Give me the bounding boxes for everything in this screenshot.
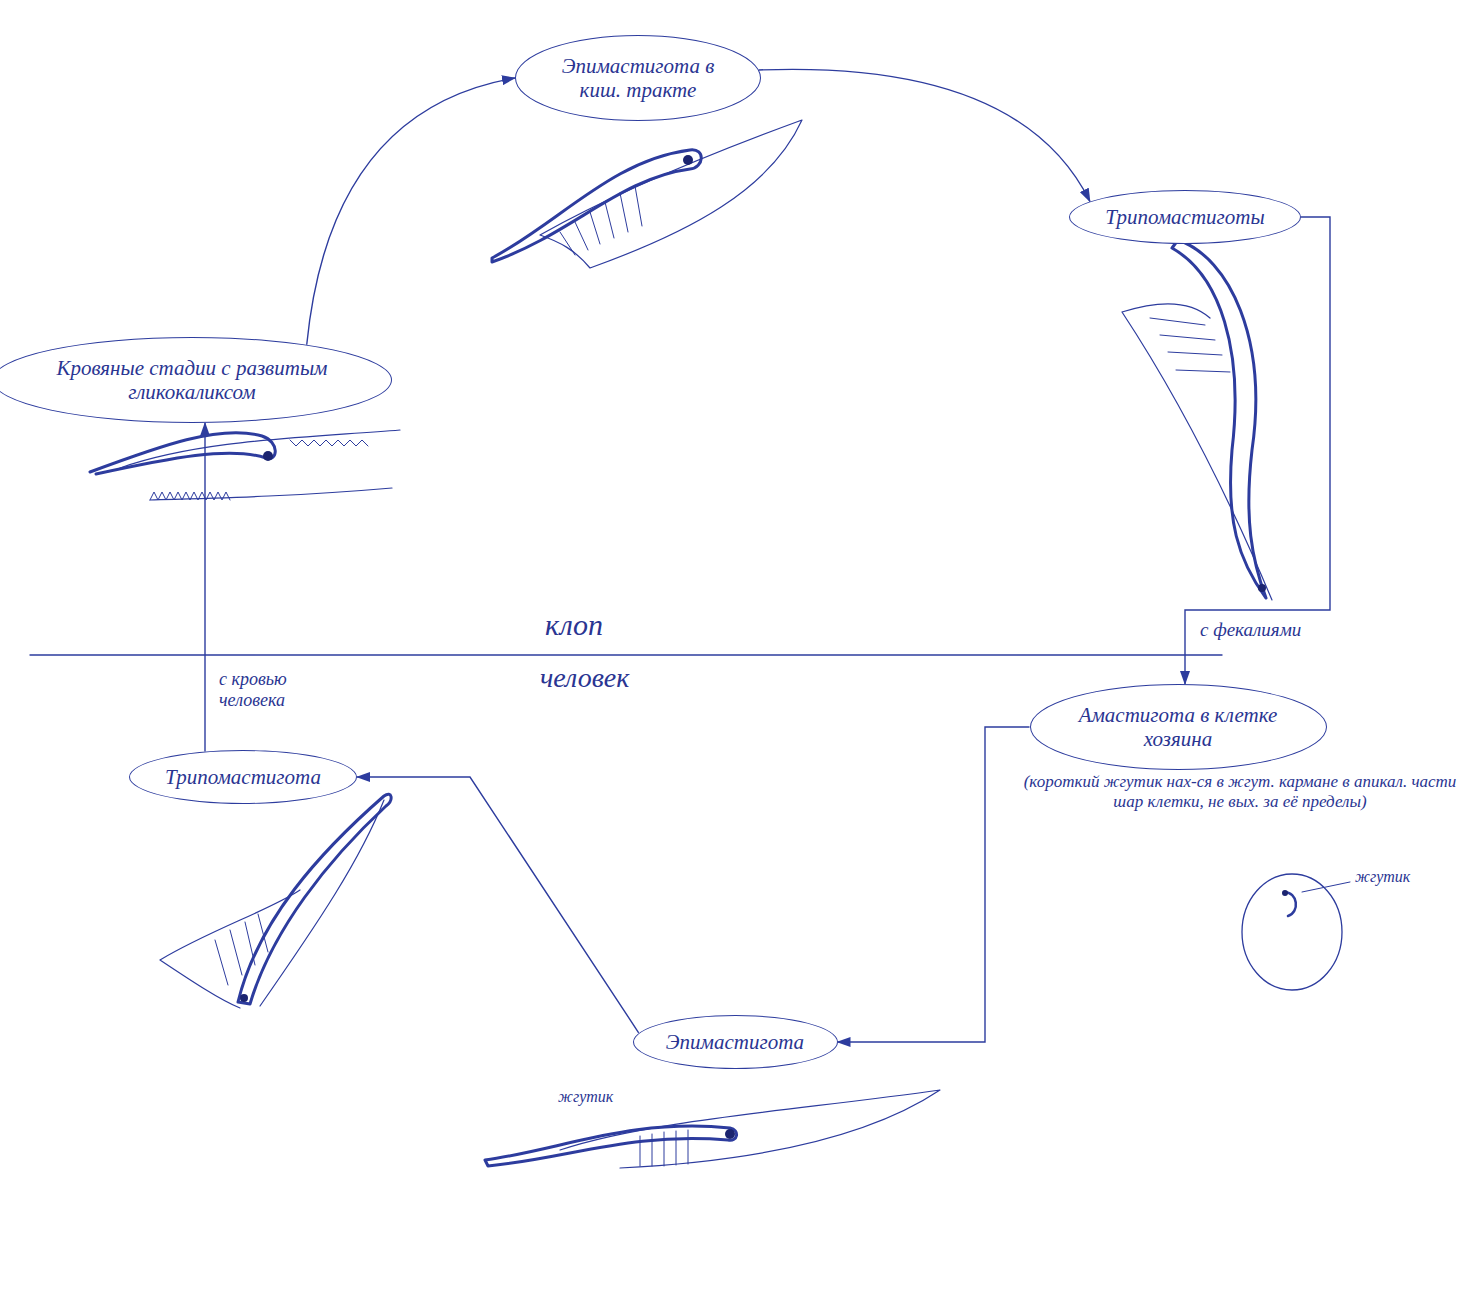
stage-name: Эпимастигота [666, 1030, 804, 1054]
transmission-label: с фекалиями [1197, 618, 1343, 642]
epimastigote-body [485, 1126, 737, 1166]
blood-stage-body [90, 433, 275, 474]
host-divider-line [30, 654, 1222, 655]
stage-name: Трипомастиготы [1105, 205, 1264, 229]
cycle-arrow [204, 423, 205, 752]
part-label: жгутик [1355, 868, 1410, 886]
host-label: клоп [545, 608, 603, 643]
membrane-hatching [640, 1130, 688, 1166]
leader-line [1302, 882, 1350, 892]
trypomastigote-body [238, 794, 391, 1004]
cycle-arrow [357, 777, 639, 1033]
stage-name: Амастигота в клетке хозяина [1073, 703, 1283, 751]
membrane-hatching [1150, 318, 1230, 372]
undulating-membrane [560, 1090, 940, 1168]
membrane-hatching [560, 186, 642, 255]
kinetoplast [263, 451, 273, 461]
kinetoplast [683, 155, 693, 165]
host-cell-amastigote [1242, 874, 1342, 990]
kinetoplast [240, 994, 248, 1002]
glycocalyx-outline [120, 430, 400, 500]
part-label: жгутик [558, 1088, 613, 1106]
stage-oval: Амастигота в клетке хозяина [1030, 684, 1327, 770]
cycle-arrow [1185, 217, 1330, 684]
stage-name: Кровяные стадии с развитым гликокаликсом [47, 356, 337, 404]
undulating-membrane [1122, 304, 1272, 600]
undulating-membrane [540, 120, 802, 268]
stage-oval: Эпимастигота [633, 1015, 838, 1069]
undulating-membrane [160, 800, 384, 1008]
kinetoplast [1258, 584, 1266, 592]
kinetoplast [725, 1129, 735, 1139]
stage-oval: Трипомастигота [129, 750, 357, 804]
host-label: человек [540, 662, 629, 694]
glycocalyx-hatching [150, 440, 368, 500]
cycle-arrow [759, 69, 1090, 201]
stage-oval: Кровяные стадии с развитым гликокаликсом [0, 337, 392, 423]
stage-oval: Эпимастигота в киш. тракте [515, 35, 761, 121]
membrane-hatching [215, 914, 268, 985]
stage-name: Трипомастигота [165, 765, 321, 789]
note-text: (короткий жгутик нах-ся в жгут. кармане … [1010, 772, 1470, 811]
cycle-arrow [307, 78, 515, 345]
stage-oval: Трипомастиготы [1069, 190, 1301, 244]
cycle-arrow [838, 727, 1030, 1042]
transmission-label: с кровью человека [216, 668, 342, 711]
stage-name: Эпимастигота в киш. тракте [553, 54, 723, 102]
kinetoplast [1282, 890, 1288, 896]
